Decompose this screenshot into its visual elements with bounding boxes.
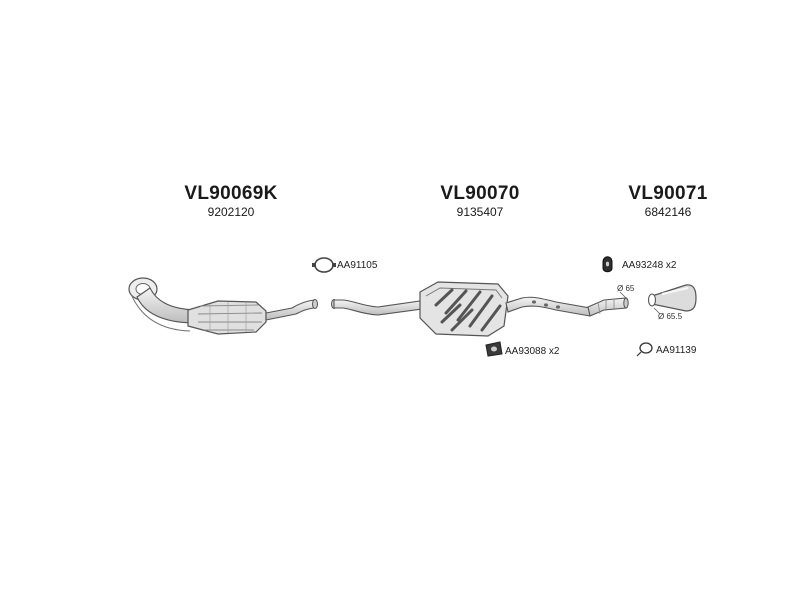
- part-label-rubber-hanger: AA93248 x2: [622, 260, 677, 271]
- rear-pipe: [587, 297, 627, 317]
- part-number-rear: 6842146: [644, 205, 692, 219]
- group-header-middle: VL90070 9135407: [432, 183, 528, 220]
- group-header-front: VL90069K 9202120: [178, 183, 284, 220]
- middle-pipe-silencer: [331, 281, 591, 337]
- rear-pipe-silencer: [587, 284, 697, 317]
- tip-diameter-label: Ø 65.5: [658, 312, 683, 321]
- front-pipe-catalytic-converter: [128, 277, 318, 335]
- part-label-gasket-ring: AA91139: [656, 345, 697, 356]
- gasket-ring-icon: [636, 342, 653, 357]
- part-code-rear: VL90071: [628, 183, 708, 204]
- rubber-hanger-icon: [485, 341, 503, 357]
- tail-pipe-tip: [651, 284, 697, 312]
- catalytic-converter: [187, 300, 267, 335]
- group-header-rear: VL90071 6842146: [620, 183, 716, 220]
- part-number-front: 9202120: [207, 205, 255, 219]
- rubber-ring-hanger-icon: [602, 256, 613, 273]
- part-code-middle: VL90070: [440, 183, 520, 204]
- part-code-front: VL90069K: [184, 183, 278, 204]
- pipe-diameter-label: Ø 65: [617, 284, 635, 293]
- part-label-clamp: AA91105: [337, 260, 378, 271]
- part-label-rubber-mount: AA93088 x2: [505, 346, 560, 357]
- part-number-middle: 9135407: [456, 205, 504, 219]
- exhaust-clamp-icon: [312, 257, 336, 273]
